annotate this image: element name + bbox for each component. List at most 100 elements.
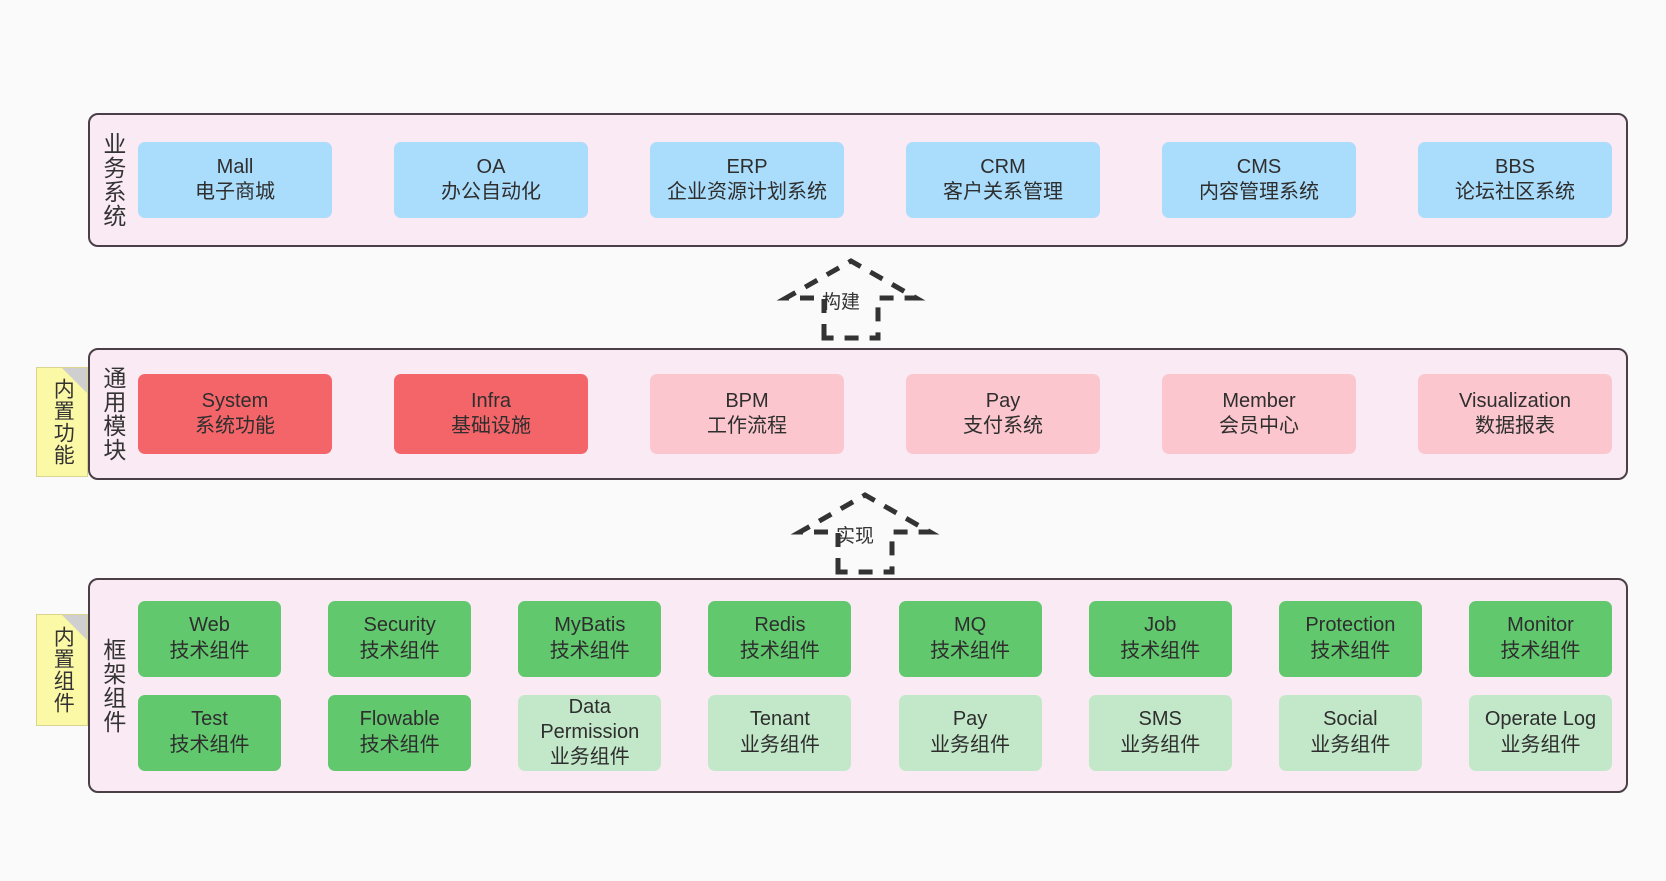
node-label-cn: 技术组件	[930, 639, 1011, 662]
node-web[interactable]: Web 技术组件	[138, 600, 281, 677]
node-security[interactable]: Security 技术组件	[328, 600, 472, 677]
node-label-cn: 业务组件	[930, 733, 1011, 756]
node-label-en: BBS	[1494, 155, 1536, 178]
node-label-cn: 客户关系管理	[943, 181, 1063, 203]
node-system[interactable]: System 系统功能	[138, 374, 332, 454]
note-label: 内置功能	[51, 378, 75, 466]
layer-module: 通用模块 System 系统功能 Infra 基础设施 BPM 工作流程 Pay…	[88, 348, 1628, 480]
node-oa[interactable]: OA 办公自动化	[394, 142, 588, 218]
node-label-en: Security	[363, 614, 436, 637]
node-data-permission[interactable]: Data Permission 业务组件	[518, 694, 662, 771]
node-operate-log[interactable]: Operate Log 业务组件	[1468, 694, 1612, 771]
node-row: Test 技术组件 Flowable 技术组件 Data Permission …	[138, 694, 1612, 771]
layer-framework: 框架组件 Web 技术组件 Security 技术组件 MyBatis 技术组件…	[88, 578, 1628, 793]
node-label-cn: 技术组件	[739, 639, 820, 662]
node-label-cn: 业务组件	[1120, 733, 1201, 756]
node-label-en: CMS	[1236, 155, 1282, 178]
node-label-en: Flowable	[359, 708, 440, 731]
node-label-cn: 会员中心	[1219, 415, 1299, 437]
node-label-en: Member	[1222, 389, 1296, 412]
fold-corner-icon	[62, 615, 87, 640]
layer-business: 业务系统 Mall 电子商城 OA 办公自动化 ERP 企业资源计划系统 CRM…	[88, 113, 1628, 247]
node-label-cn: 技术组件	[359, 733, 440, 756]
node-label-en: CRM	[980, 155, 1026, 178]
node-label-cn: 技术组件	[359, 639, 440, 662]
note-builtin-components: 内置组件	[36, 614, 88, 726]
fold-corner-icon	[62, 368, 87, 393]
node-pay-module[interactable]: Pay 支付系统	[906, 374, 1100, 454]
node-monitor[interactable]: Monitor 技术组件	[1468, 600, 1612, 677]
note-builtin-features: 内置功能	[36, 367, 88, 477]
node-visualization[interactable]: Visualization 数据报表	[1418, 374, 1612, 454]
node-label-en: BPM	[725, 389, 769, 412]
node-mall[interactable]: Mall 电子商城	[138, 142, 332, 218]
node-label-en: Visualization	[1459, 389, 1571, 412]
node-mq[interactable]: MQ 技术组件	[898, 600, 1042, 677]
node-label-en: Mall	[216, 155, 254, 178]
connector-build: 构建	[756, 256, 946, 346]
node-label-en: Protection	[1305, 614, 1396, 637]
node-cms[interactable]: CMS 内容管理系统	[1162, 142, 1356, 218]
layer-body-module: System 系统功能 Infra 基础设施 BPM 工作流程 Pay 支付系统…	[134, 350, 1626, 478]
node-label-en: Job	[1144, 614, 1177, 637]
node-label-en: Infra	[470, 389, 512, 412]
node-job[interactable]: Job 技术组件	[1088, 600, 1232, 677]
node-mybatis[interactable]: MyBatis 技术组件	[518, 600, 662, 677]
node-test[interactable]: Test 技术组件	[138, 694, 281, 771]
connector-implement: 实现	[770, 490, 960, 580]
node-label-cn: 业务组件	[549, 746, 630, 769]
connector-implement-label: 实现	[836, 526, 875, 547]
layer-title-module: 通用模块	[99, 366, 126, 462]
connector-build-label: 构建	[822, 292, 861, 313]
node-infra[interactable]: Infra 基础设施	[394, 374, 588, 454]
node-label-cn: 企业资源计划系统	[667, 181, 827, 203]
note-label: 内置组件	[51, 626, 75, 714]
node-erp[interactable]: ERP 企业资源计划系统	[650, 142, 844, 218]
layer-body-business: Mall 电子商城 OA 办公自动化 ERP 企业资源计划系统 CRM 客户关系…	[134, 115, 1626, 245]
node-label-en: OA	[476, 155, 506, 178]
node-label-en: Pay	[985, 389, 1021, 412]
node-protection[interactable]: Protection 技术组件	[1278, 600, 1422, 677]
node-label-cn: 工作流程	[707, 415, 787, 437]
node-label-cn: 业务组件	[1310, 733, 1391, 756]
layer-body-framework: Web 技术组件 Security 技术组件 MyBatis 技术组件 Redi…	[134, 580, 1626, 791]
node-pay-component[interactable]: Pay 业务组件	[898, 694, 1042, 771]
node-label-cn: 技术组件	[549, 639, 630, 662]
node-bbs[interactable]: BBS 论坛社区系统	[1418, 142, 1612, 218]
node-label-en: System	[201, 389, 269, 412]
node-label-cn: 技术组件	[1120, 639, 1201, 662]
layer-title-business: 业务系统	[99, 132, 126, 228]
node-label-cn: 业务组件	[1500, 733, 1581, 756]
node-label-en: Social	[1323, 708, 1378, 731]
node-crm[interactable]: CRM 客户关系管理	[906, 142, 1100, 218]
node-label-cn: 数据报表	[1475, 415, 1555, 437]
node-label-cn: 办公自动化	[441, 181, 541, 203]
node-label-en: Operate Log	[1484, 708, 1597, 731]
node-label-cn: 电子商城	[195, 181, 275, 203]
node-label-en: ERP	[726, 155, 768, 178]
node-label-cn: 基础设施	[451, 415, 531, 437]
node-label-cn: 技术组件	[169, 733, 250, 756]
node-label-cn: 技术组件	[1500, 639, 1581, 662]
node-label-cn: 论坛社区系统	[1455, 181, 1575, 203]
node-bpm[interactable]: BPM 工作流程	[650, 374, 844, 454]
node-label-en: MyBatis	[554, 614, 626, 637]
node-label-cn: 系统功能	[195, 415, 275, 437]
node-label-cn: 支付系统	[963, 415, 1043, 437]
node-row: Mall 电子商城 OA 办公自动化 ERP 企业资源计划系统 CRM 客户关系…	[138, 142, 1612, 218]
node-sms[interactable]: SMS 业务组件	[1088, 694, 1232, 771]
node-label-cn: 内容管理系统	[1199, 181, 1319, 203]
node-social[interactable]: Social 业务组件	[1278, 694, 1422, 771]
node-label-en: Tenant	[749, 708, 810, 731]
node-member[interactable]: Member 会员中心	[1162, 374, 1356, 454]
node-label-cn: 业务组件	[739, 733, 820, 756]
node-label-en: Test	[191, 708, 228, 731]
node-tenant[interactable]: Tenant 业务组件	[708, 694, 852, 771]
node-redis[interactable]: Redis 技术组件	[708, 600, 852, 677]
node-flowable[interactable]: Flowable 技术组件	[328, 694, 472, 771]
node-label-en: Data Permission	[540, 695, 640, 743]
node-label-en: Web	[189, 614, 230, 637]
node-label-cn: 技术组件	[1310, 639, 1391, 662]
node-row: Web 技术组件 Security 技术组件 MyBatis 技术组件 Redi…	[138, 600, 1612, 677]
